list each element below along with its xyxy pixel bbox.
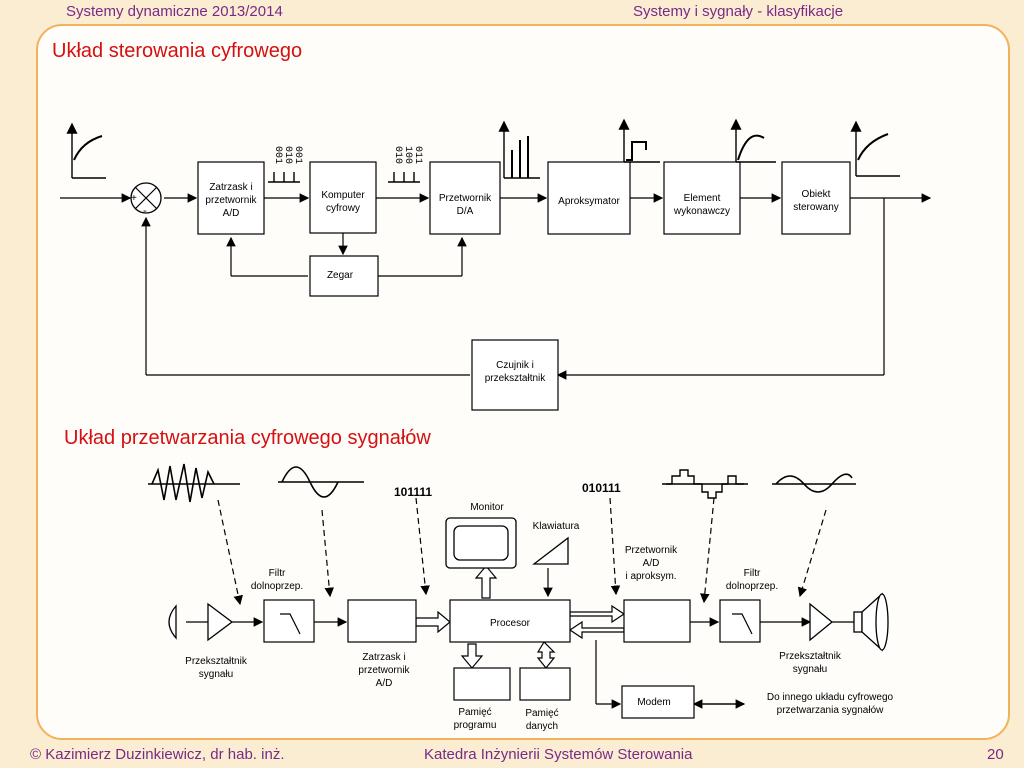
filter-in-label-2: dolnoprzep. bbox=[251, 581, 303, 592]
dac-label-2: D/A bbox=[457, 206, 474, 217]
plant-block bbox=[781, 161, 851, 235]
actuator-block bbox=[663, 161, 741, 235]
diagram1-title: Układ sterowania cyfrowego bbox=[52, 40, 303, 62]
dac-label-1: Przetwornik bbox=[439, 193, 492, 204]
data-mem-label-2: danych bbox=[526, 721, 558, 732]
adc-out-label-1: Przetwornik bbox=[625, 545, 678, 556]
adc-label-2: przetwornik bbox=[205, 195, 257, 206]
approximator-label: Aproksymator bbox=[558, 196, 620, 207]
bits1-col2: 010 bbox=[282, 146, 293, 164]
bits-in-label: 101111 bbox=[394, 485, 432, 499]
modem-block bbox=[621, 685, 695, 719]
adc-label-1: Zatrzask i bbox=[209, 182, 252, 193]
transducer-in-label-2: sygnału bbox=[199, 669, 233, 680]
copyright-icon: © bbox=[30, 746, 42, 763]
diagram1-lines bbox=[60, 193, 932, 380]
header-right: Systemy i sygnały - klasyfikacje bbox=[633, 3, 844, 20]
plant-label-1: Obiekt bbox=[802, 189, 831, 200]
processor-block bbox=[449, 599, 571, 643]
diagram2-title: Układ przetwarzania cyfrowego sygnałów bbox=[64, 427, 431, 449]
keyboard-icon bbox=[532, 536, 569, 565]
sensor-label-1: Czujnik i bbox=[496, 360, 534, 371]
bits-out-label: 010111 bbox=[582, 481, 621, 495]
diagram2-bus-arrows bbox=[415, 565, 626, 669]
latch-adc-label-1: Zatrzask i bbox=[362, 652, 405, 663]
footer-author: © Kazimierz Duzinkiewicz, dr hab. inż. bbox=[30, 746, 284, 763]
bits2-col2: 100 bbox=[402, 146, 413, 164]
adc-block bbox=[197, 161, 265, 235]
keyboard-label: Klawiatura bbox=[533, 521, 580, 532]
filter-in-label-1: Filtr bbox=[269, 568, 286, 579]
data-mem-label-1: Pamięć bbox=[525, 708, 558, 719]
latch-adc-block bbox=[347, 599, 417, 643]
transducer-out-label-2: sygnału bbox=[793, 664, 827, 675]
plant-label-2: sterowany bbox=[793, 202, 839, 213]
diagram1-signal-sketches bbox=[66, 118, 900, 183]
summing-junction: + - bbox=[130, 182, 162, 217]
filter-in-block bbox=[263, 599, 315, 643]
latch-adc-label-2: przetwornik bbox=[358, 665, 410, 676]
dac-block bbox=[429, 161, 501, 235]
clock-block bbox=[309, 255, 379, 297]
diagram2-chain-lines bbox=[186, 568, 854, 709]
program-memory-block bbox=[453, 667, 511, 701]
computer-label-2: cyfrowy bbox=[326, 203, 360, 214]
other-system-label-1: Do innego układu cyfrowego bbox=[767, 692, 894, 703]
microphone-icon bbox=[168, 604, 177, 640]
filter-out-block bbox=[719, 599, 761, 643]
sensor-label-2: przekształtnik bbox=[485, 373, 547, 384]
clock-label: Zegar bbox=[327, 270, 354, 281]
bits2-col1: 010 bbox=[392, 146, 403, 164]
latch-adc-label-3: A/D bbox=[376, 678, 393, 689]
diagram2-signal-sketches bbox=[148, 463, 856, 503]
other-system-label-2: przetwarzania sygnałów bbox=[777, 705, 884, 716]
footer-dept: Katedra Inżynierii Systemów Sterowania bbox=[424, 746, 693, 763]
adc-out-label-2: A/D bbox=[643, 558, 660, 569]
monitor-label: Monitor bbox=[470, 502, 504, 513]
computer-label-1: Komputer bbox=[321, 190, 365, 201]
filter-out-label-1: Filtr bbox=[744, 568, 761, 579]
header-left: Systemy dynamiczne 2013/2014 bbox=[66, 3, 283, 20]
filter-out-label-2: dolnoprzep. bbox=[726, 581, 778, 592]
bits2-col3: 011 bbox=[412, 146, 423, 164]
amplifier-in-icon bbox=[207, 602, 234, 642]
approximator-block bbox=[547, 161, 631, 235]
processor-label: Procesor bbox=[490, 618, 531, 629]
data-memory-block bbox=[519, 667, 571, 701]
transducer-in-label-1: Przekształtnik bbox=[185, 656, 248, 667]
prog-mem-label-2: programu bbox=[454, 720, 497, 731]
prog-mem-label-1: Pamięć bbox=[458, 707, 491, 718]
bits1-col1: 001 bbox=[272, 146, 283, 164]
lowpass-out-icon bbox=[732, 613, 753, 635]
sensor-block bbox=[471, 339, 559, 411]
computer-block bbox=[309, 161, 377, 234]
speaker-icon bbox=[853, 611, 863, 633]
transducer-out-label-1: Przekształtnik bbox=[779, 651, 842, 662]
bits1-col3: 001 bbox=[292, 146, 303, 164]
amplifier-out-icon bbox=[809, 602, 834, 642]
page-number: 20 bbox=[987, 746, 1004, 763]
adc-approx-block bbox=[623, 599, 691, 643]
plus-sign: + bbox=[131, 193, 137, 204]
minus-sign: - bbox=[143, 205, 147, 217]
diagram2-dashed-arrows bbox=[217, 497, 827, 606]
modem-label: Modem bbox=[637, 697, 670, 708]
lowpass-in-icon bbox=[280, 613, 301, 635]
adc-out-label-3: i aproksym. bbox=[625, 571, 676, 582]
actuator-label-1: Element bbox=[684, 193, 721, 204]
adc-label-3: A/D bbox=[223, 208, 240, 219]
actuator-label-2: wykonawczy bbox=[673, 206, 730, 217]
footer-author-text: Kazimierz Duzinkiewicz, dr hab. inż. bbox=[45, 746, 285, 763]
